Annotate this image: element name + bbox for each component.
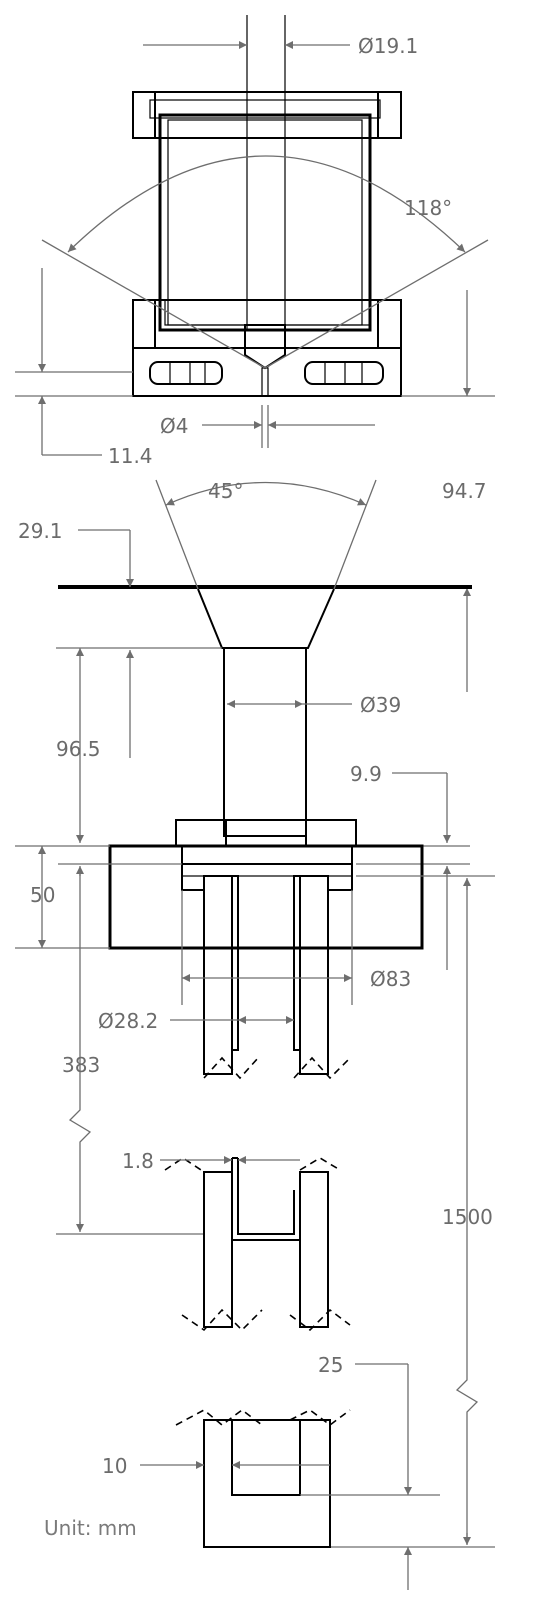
dim-d19-1: Ø19.1 — [143, 34, 418, 58]
dim-1-8: 1.8 — [122, 1149, 300, 1173]
dim-11-4: 11.4 — [15, 268, 153, 468]
label-d28-2: Ø28.2 — [98, 1009, 158, 1033]
label-10: 10 — [102, 1454, 127, 1478]
dim-94-7: 94.7 — [401, 290, 495, 692]
dim-50: 50 — [15, 845, 110, 949]
dim-383: 383 — [56, 863, 204, 1235]
label-50: 50 — [30, 883, 55, 907]
label-d83: Ø83 — [370, 967, 411, 991]
dim-1500: 1500 — [330, 875, 495, 1548]
label-94-7: 94.7 — [442, 479, 487, 503]
dim-angle-45: 45° — [155, 479, 377, 590]
label-383: 383 — [62, 1053, 100, 1077]
label-d39: Ø39 — [360, 693, 401, 717]
dim-96-5: 96.5 — [56, 647, 222, 843]
dim-10: 10 — [102, 1454, 330, 1478]
label-d4: Ø4 — [160, 414, 188, 438]
dim-d83: Ø83 — [181, 890, 411, 1005]
dim-d28-2: Ø28.2 — [98, 1009, 294, 1033]
label-29-1: 29.1 — [18, 519, 63, 543]
label-angle-45: 45° — [208, 479, 243, 503]
dim-d4: Ø4 — [160, 405, 375, 448]
dim-9-9: 9.9 — [350, 762, 470, 970]
tube-section-2 — [164, 1157, 351, 1332]
dim-d39: Ø39 — [227, 693, 401, 717]
dim-29-1: 29.1 — [18, 519, 134, 587]
label-96-5: 96.5 — [56, 737, 101, 761]
label-25: 25 — [318, 1353, 343, 1377]
unit-note: Unit: mm — [44, 1516, 137, 1540]
tube-bottom — [175, 1409, 351, 1548]
label-1-8: 1.8 — [122, 1149, 154, 1173]
label-angle-118: 118° — [404, 196, 452, 220]
tube-section-1 — [203, 875, 351, 1080]
label-1500: 1500 — [442, 1205, 493, 1229]
mount-block — [108, 844, 424, 950]
label-d19-1: Ø19.1 — [358, 34, 418, 58]
dim-25: 25 — [300, 1353, 440, 1590]
label-9-9: 9.9 — [350, 762, 382, 786]
funnel-part — [58, 585, 472, 847]
top-nozzle-part — [132, 15, 402, 397]
label-11-4: 11.4 — [108, 444, 153, 468]
dim-angle-118: 118° — [41, 155, 489, 369]
